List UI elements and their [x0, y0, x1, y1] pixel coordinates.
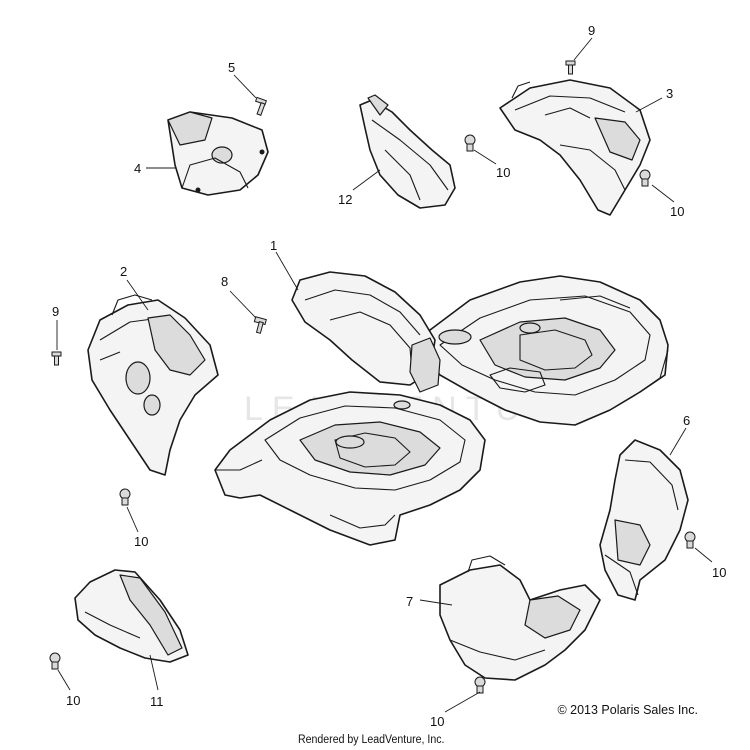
callout-1: 1: [270, 238, 277, 253]
callout-5: 5: [228, 60, 235, 75]
callout-10-d: 10: [712, 565, 726, 580]
callout-9-top: 9: [588, 23, 595, 38]
callout-10-a: 10: [496, 165, 510, 180]
fastener-10-clip-c: [119, 488, 131, 506]
callout-10-c: 10: [134, 534, 148, 549]
part-6-right-side-panel: [599, 439, 689, 601]
callout-3: 3: [666, 86, 673, 101]
fastener-10-clip-e: [49, 652, 61, 670]
part-1-main-body: [214, 271, 669, 546]
callout-7: 7: [406, 594, 413, 609]
rendered-by-text: Rendered by LeadVenture, Inc.: [298, 734, 445, 746]
part-11-lower-left-panel: [74, 569, 189, 663]
fastener-10-clip-d: [684, 531, 696, 549]
callout-8: 8: [221, 274, 228, 289]
callout-9-left: 9: [52, 304, 59, 319]
callout-4: 4: [134, 161, 141, 176]
callout-10-e: 10: [66, 693, 80, 708]
callout-2: 2: [120, 264, 127, 279]
fastener-9-screw-left: [51, 351, 62, 366]
copyright-text: © 2013 Polaris Sales Inc.: [557, 703, 698, 717]
part-4-front-cover: [167, 111, 269, 196]
fastener-9-screw-top: [565, 60, 576, 75]
callout-labels: 1 2 3 4 5 6 7 8 9 9 10 10 10 10 10 10 10…: [52, 23, 726, 729]
part-2-left-side-panel: [87, 294, 219, 476]
callout-11: 11: [150, 694, 164, 709]
callout-6: 6: [683, 413, 690, 428]
part-3-right-shroud: [499, 79, 651, 216]
fastener-10-clip-a: [464, 134, 476, 152]
callout-10-f: 10: [430, 714, 444, 729]
fastener-10-clip-f: [474, 676, 486, 694]
part-7-lower-front-panel: [439, 555, 601, 681]
callout-10-b: 10: [670, 204, 684, 219]
part-12-vent-duct: [359, 94, 456, 209]
fastener-10-clip-b: [639, 169, 651, 187]
callout-12: 12: [338, 192, 352, 207]
fastener-8-screw: [253, 316, 267, 334]
fastener-5-screw: [254, 96, 268, 116]
leader-lines: [56, 37, 713, 713]
